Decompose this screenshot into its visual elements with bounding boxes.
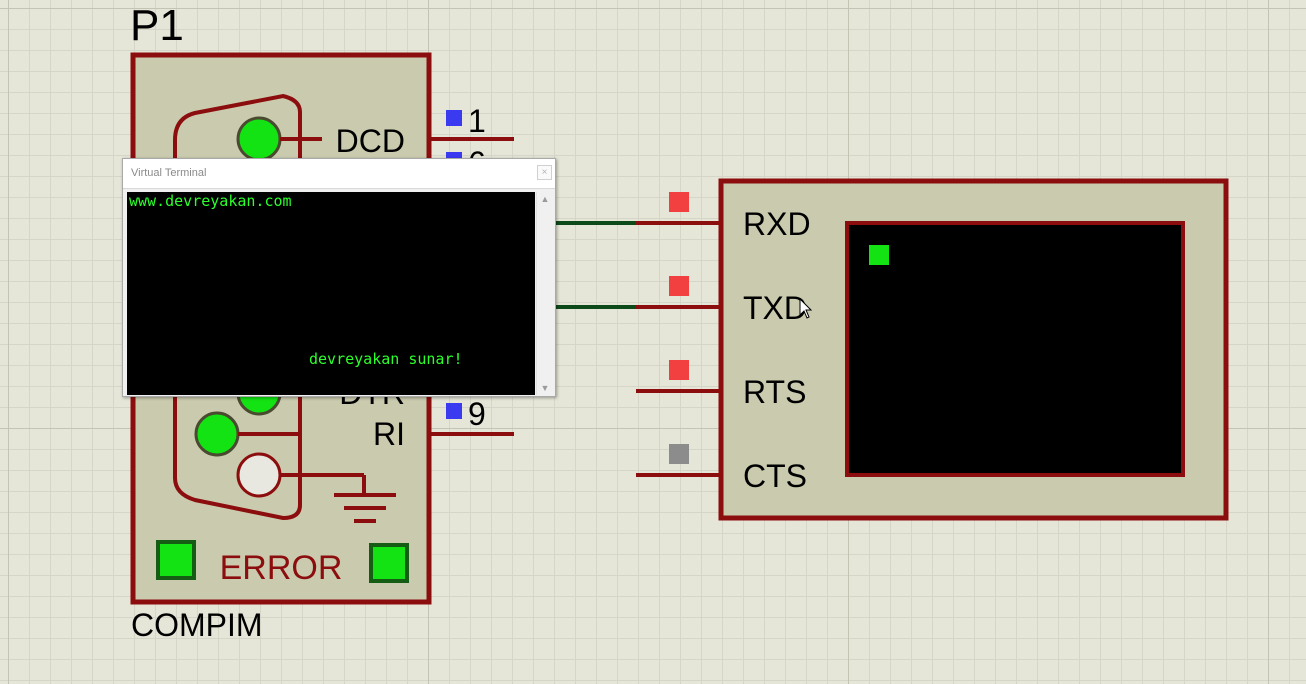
- connector-pin-led: [236, 116, 282, 162]
- terminal-scrollbar[interactable]: ▲ ▼: [536, 192, 553, 395]
- pin-state-marker-cts: [669, 444, 689, 464]
- pin-number-1: 1: [468, 103, 486, 139]
- compim-status-text: ERROR: [220, 549, 343, 587]
- connector-pin-inactive: [236, 452, 282, 498]
- terminal-output-line: www.devreyakan.com: [129, 192, 292, 210]
- close-button[interactable]: ×: [537, 165, 552, 180]
- pin-state-marker-rxd: [669, 192, 689, 212]
- virtual-terminal-window[interactable]: Virtual Terminal × www.devreyakan.com de…: [122, 158, 556, 397]
- pin-label-cts: CTS: [743, 458, 807, 494]
- pin-number-9: 9: [468, 396, 486, 432]
- pin-label-rts: RTS: [743, 374, 806, 410]
- terminal-device-screen: [845, 221, 1185, 477]
- pin-label-txd: TXD: [743, 290, 807, 326]
- status-led-right: [369, 543, 409, 583]
- pin-label-rxd: RXD: [743, 206, 811, 242]
- pin-state-marker-9: [446, 403, 462, 419]
- close-icon: ×: [541, 167, 548, 178]
- mouse-cursor-icon: [799, 297, 813, 319]
- status-led-left: [156, 540, 196, 580]
- compim-ref-label: P1: [130, 1, 184, 50]
- db9-connector-outline: [173, 93, 302, 521]
- pin-state-marker-rts: [669, 360, 689, 380]
- compim-name-label: COMPIM: [131, 607, 263, 643]
- terminal-output-line: devreyakan sunar!: [309, 350, 463, 368]
- pin-state-marker-1: [446, 110, 462, 126]
- pin-label-ri: RI: [373, 416, 405, 452]
- pin-state-marker-txd: [669, 276, 689, 296]
- terminal-window-title: Virtual Terminal: [131, 167, 207, 179]
- virtual-terminal-component[interactable]: RXD TXD RTS CTS: [636, 178, 1229, 521]
- scroll-up-arrow-icon[interactable]: ▲: [540, 194, 550, 204]
- connector-pin-led: [194, 411, 240, 457]
- terminal-output[interactable]: www.devreyakan.com devreyakan sunar!: [127, 192, 535, 395]
- terminal-window-titlebar[interactable]: Virtual Terminal ×: [123, 159, 555, 189]
- terminal-cursor: [869, 245, 889, 265]
- scroll-down-arrow-icon[interactable]: ▼: [540, 383, 550, 393]
- pin-label-dcd: DCD: [336, 123, 405, 159]
- ground-symbol: [334, 475, 396, 523]
- wires[interactable]: [540, 221, 636, 309]
